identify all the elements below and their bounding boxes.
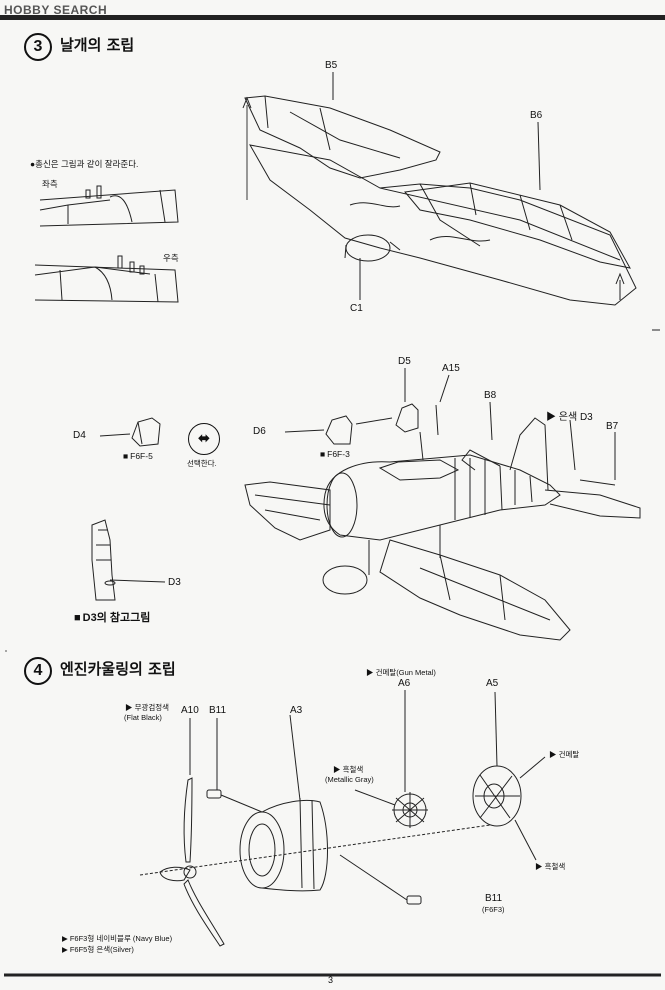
gun-cut-left-drawing (39, 185, 179, 227)
wing-exploded-drawing (242, 72, 660, 331)
part-d3-silver-label: ▶ 은색 D3 (546, 412, 593, 423)
part-d3-ref-label: D3 (168, 577, 181, 588)
part-b11b-label: B11 (485, 893, 503, 904)
part-b11b-f6f3-label: (F6F3) (482, 905, 505, 914)
part-d4-label: D4 (73, 430, 86, 441)
f6f5-color-label: ▶ F6F5형 은색(Silver) (62, 945, 134, 954)
part-a5-label: A5 (486, 678, 499, 689)
d6-part-drawing (284, 415, 353, 445)
flat-black-en-label: (Flat Black) (124, 713, 162, 722)
metallic-gray-en-label: (Metallic Gray) (325, 775, 374, 784)
part-b6-label: B6 (530, 110, 543, 121)
left-side-label: 좌측 (42, 179, 58, 189)
right-side-label: 우측 (163, 253, 179, 263)
gun-cut-right-drawing (34, 255, 179, 303)
page-number: 3 (328, 975, 334, 985)
d3-reference-drawing (91, 519, 166, 601)
gunmetal-top-label: ▶ 건메탈(Gun Metal) (366, 668, 436, 677)
part-a10-label: A10 (181, 705, 199, 716)
airplane-drawing (244, 368, 641, 641)
part-d5-label: D5 (398, 356, 411, 367)
select-label: 선택한다. (187, 459, 217, 468)
top-rule (0, 15, 665, 20)
part-a3-label: A3 (290, 705, 303, 716)
black-iron-label: ▶ 흑철색 (535, 862, 566, 871)
flat-black-label: ▶ 무광검정색 (125, 703, 170, 712)
gun-cut-note: ●총신은 그림과 같이 잘라준다. (30, 159, 139, 169)
f6f3-color-label: ▶ F6F3형 네이비블루 (Navy Blue) (62, 934, 173, 943)
engine-exploded-drawing (139, 690, 546, 947)
step4-number: 4 (24, 657, 52, 685)
f6f3-label: F6F-3 (320, 449, 350, 459)
part-b7-label: B7 (606, 421, 619, 432)
part-c1-label: C1 (350, 303, 363, 314)
double-arrow-icon: ⬌ (188, 423, 220, 455)
step3-number: 3 (24, 33, 52, 61)
f6f5-label: F6F-5 (123, 451, 153, 461)
gunmetal-right-label: ▶ 건메탈 (549, 750, 580, 759)
d4-part-drawing (99, 417, 161, 447)
d3-reference-caption: D3의 참고그림 (74, 609, 151, 625)
part-a15-label: A15 (442, 363, 460, 374)
step3-title: 날개의 조립 (60, 36, 135, 54)
part-a6-label: A6 (398, 678, 411, 689)
step4-title: 엔진카울링의 조립 (60, 660, 176, 678)
part-b8-label: B8 (484, 390, 497, 401)
part-b5-label: B5 (325, 60, 338, 71)
watermark: HOBBY SEARCH (4, 3, 108, 17)
part-d6-label: D6 (253, 426, 266, 437)
metallic-gray-label: ▶ 흑철색 (333, 765, 364, 774)
part-b11-label: B11 (209, 705, 227, 716)
